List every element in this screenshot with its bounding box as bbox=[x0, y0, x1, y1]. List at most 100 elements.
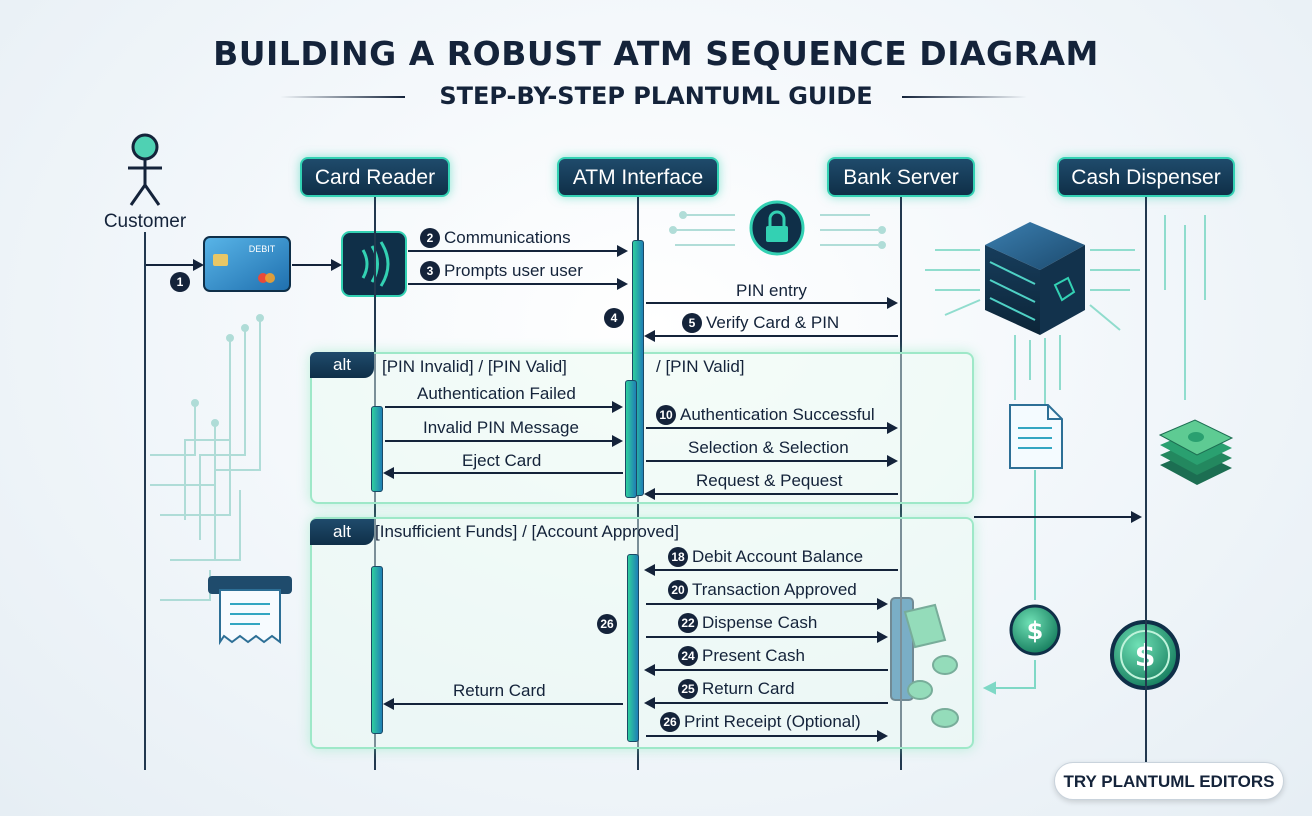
msg-return-card-left: Return Card bbox=[453, 681, 546, 701]
card-label: DEBIT bbox=[249, 244, 276, 254]
alt-frame-pin-guard-2: / [PIN Valid] bbox=[656, 357, 745, 376]
arrow-request bbox=[644, 488, 898, 500]
arrow-pin-entry bbox=[646, 297, 898, 309]
arrow-msg-2 bbox=[408, 245, 628, 257]
msg-request-label: Request & Pequest bbox=[696, 471, 843, 490]
circuit-lock-decor bbox=[669, 211, 886, 249]
receipt-printer-icon bbox=[208, 576, 292, 646]
msg-26-receipt-label: Print Receipt (Optional) bbox=[684, 712, 861, 731]
arrow-msg-26-receipt bbox=[646, 730, 888, 742]
msg-pin-entry-label: PIN entry bbox=[736, 281, 807, 300]
msg-5-label: Verify Card & PIN bbox=[706, 313, 840, 332]
step-number: 1 bbox=[170, 272, 190, 292]
arrow-msg-5 bbox=[644, 330, 898, 342]
step-number: 24 bbox=[678, 646, 698, 666]
alt-frame-funds bbox=[310, 517, 974, 749]
step-number: 26 bbox=[597, 614, 617, 634]
msg-selection-label: Selection & Selection bbox=[688, 438, 849, 457]
msg-auth-failed: Authentication Failed bbox=[417, 384, 576, 404]
msg-2-label: Communications bbox=[444, 228, 571, 247]
msg-22-label: Dispense Cash bbox=[702, 613, 818, 632]
lifeline-bank-server bbox=[900, 197, 902, 770]
stick-figure-icon bbox=[128, 133, 162, 206]
arrow-msg-1 bbox=[146, 259, 204, 271]
participant-cash-dispenser[interactable]: Cash Dispenser bbox=[1057, 157, 1235, 197]
actor-customer-label: Customer bbox=[103, 211, 187, 232]
msg-3-label: Prompts user user bbox=[444, 261, 583, 280]
lifeline-customer bbox=[144, 232, 146, 770]
arrow-invalid-pin bbox=[385, 435, 623, 447]
step-number: 20 bbox=[668, 580, 688, 600]
cash-dispenser-slot-icon bbox=[890, 597, 959, 728]
step-number: 22 bbox=[678, 613, 698, 633]
step-number: 4 bbox=[604, 308, 624, 328]
msg-26-lone: 26 bbox=[597, 614, 621, 634]
step-number: 25 bbox=[678, 679, 698, 699]
flow-connector-decor bbox=[982, 470, 1036, 695]
participant-bank-server[interactable]: Bank Server bbox=[827, 157, 975, 197]
arrow-msg-1b bbox=[292, 259, 342, 271]
arrow-msg-25 bbox=[644, 697, 888, 709]
alt-frame-funds-guard: [Insufficient Funds] / [Account Approved… bbox=[375, 522, 679, 541]
cash-stack-icon bbox=[1158, 419, 1234, 485]
msg-25-label: Return Card bbox=[702, 679, 795, 698]
alt-frame-pin-guard: [PIN Invalid] / [PIN Valid] bbox=[382, 357, 567, 376]
msg-eject-card: Eject Card bbox=[462, 451, 541, 471]
arrow-to-cash-dispenser bbox=[974, 511, 1142, 523]
document-icon bbox=[1009, 404, 1063, 469]
dollar-coin-icon: $ bbox=[1009, 604, 1061, 656]
msg-24-label: Present Cash bbox=[702, 646, 805, 665]
alt-frame-pin-tag: alt bbox=[310, 352, 374, 378]
activation-card-reader-2 bbox=[371, 566, 383, 734]
svg-text:$: $ bbox=[1027, 617, 1044, 645]
msg-4: 4 bbox=[604, 308, 628, 328]
arrow-selection bbox=[646, 455, 898, 467]
msg-invalid-pin: Invalid PIN Message bbox=[423, 418, 579, 438]
step-number: 26 bbox=[660, 712, 680, 732]
arrow-msg-24 bbox=[644, 664, 888, 676]
msg-10-label: Authentication Successful bbox=[680, 405, 875, 424]
arrow-auth-failed bbox=[385, 401, 623, 413]
debit-card-icon: DEBIT bbox=[203, 236, 291, 292]
arrow-msg-22 bbox=[646, 631, 888, 643]
activation-atm-3 bbox=[627, 554, 639, 742]
page-subtitle: STEP-BY-STEP PLANTUML GUIDE bbox=[439, 82, 873, 110]
participant-atm-interface[interactable]: ATM Interface bbox=[557, 157, 719, 197]
msg-auth-failed-label: Authentication Failed bbox=[417, 384, 576, 403]
activation-atm-2 bbox=[625, 380, 637, 498]
arrow-msg-18 bbox=[644, 564, 898, 576]
msg-20-label: Transaction Approved bbox=[692, 580, 857, 599]
msg-eject-card-label: Eject Card bbox=[462, 451, 542, 470]
subtitle-rule-right bbox=[902, 96, 1027, 98]
msg-request: Request & Pequest bbox=[696, 471, 842, 491]
msg-return-card-left-label: Return Card bbox=[453, 681, 546, 700]
step-number: 18 bbox=[668, 547, 688, 567]
arrow-msg-10 bbox=[646, 422, 898, 434]
activation-card-reader-1 bbox=[371, 406, 383, 492]
circuit-left-decor bbox=[150, 314, 264, 601]
arrow-return-card-left bbox=[383, 698, 623, 710]
try-plantuml-editors-button[interactable]: TRY PLANTUML EDITORS bbox=[1054, 762, 1284, 800]
arrow-msg-3 bbox=[408, 278, 628, 290]
lock-icon bbox=[749, 200, 805, 256]
step-number: 2 bbox=[420, 228, 440, 248]
subtitle-rule-left bbox=[280, 96, 405, 98]
circuit-server-decor bbox=[925, 215, 1206, 420]
step-number: 3 bbox=[420, 261, 440, 281]
arrow-msg-20 bbox=[646, 598, 888, 610]
participant-card-reader[interactable]: Card Reader bbox=[300, 157, 450, 197]
msg-pin-entry: PIN entry bbox=[736, 281, 807, 301]
step-number: 5 bbox=[682, 313, 702, 333]
server-cube-icon bbox=[985, 222, 1085, 335]
page-title: BUILDING A ROBUST ATM SEQUENCE DIAGRAM bbox=[213, 34, 1099, 73]
lifeline-cash-dispenser bbox=[1145, 197, 1147, 770]
